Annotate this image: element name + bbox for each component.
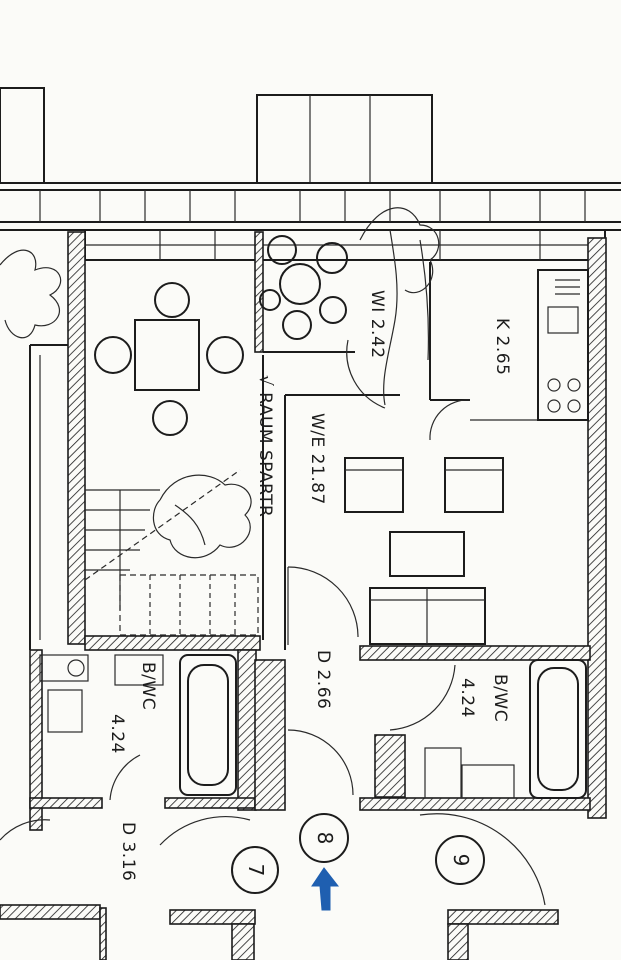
apartment-9-marker: [435, 835, 485, 885]
room-label-bath-left: B/WC: [138, 662, 158, 710]
top-window-frame: [0, 87, 433, 184]
window-wall: [84, 229, 606, 261]
plant-cluster: [259, 235, 348, 340]
bath-fixtures: [39, 654, 587, 799]
plant-sketches: [0, 207, 440, 559]
balcony-railing: [0, 182, 621, 231]
walls: [0, 231, 607, 960]
living-furniture: [344, 457, 504, 645]
room-label-wi: WI 2.42: [367, 290, 387, 359]
door-swings: [0, 339, 546, 906]
apartment-number-8: 8: [313, 832, 337, 845]
dining-table: [94, 282, 244, 436]
room-label-hall-left: D 3.16: [118, 822, 138, 881]
room-label-storage: √ RAUM SPARTR: [255, 375, 275, 517]
apartment-7-marker: [231, 846, 279, 894]
room-label-kitchen: K 2.65: [492, 318, 512, 375]
apartment-number-7: 7: [244, 864, 268, 877]
interior-lines: [29, 262, 588, 650]
staircase: [84, 469, 259, 636]
apartment-8-marker: [299, 813, 349, 863]
room-label-living: W/E 21.87: [307, 413, 327, 505]
apartment-number-9: 9: [449, 854, 473, 867]
entry-arrow-icon: [311, 867, 340, 911]
kitchen-unit: [537, 269, 589, 421]
room-label-hall-mid: D 2.66: [313, 650, 333, 709]
room-area-bath-left: 4.24: [107, 714, 127, 754]
room-label-bath-right: B/WC: [490, 674, 510, 722]
room-area-bath-right: 4.24: [457, 678, 477, 718]
